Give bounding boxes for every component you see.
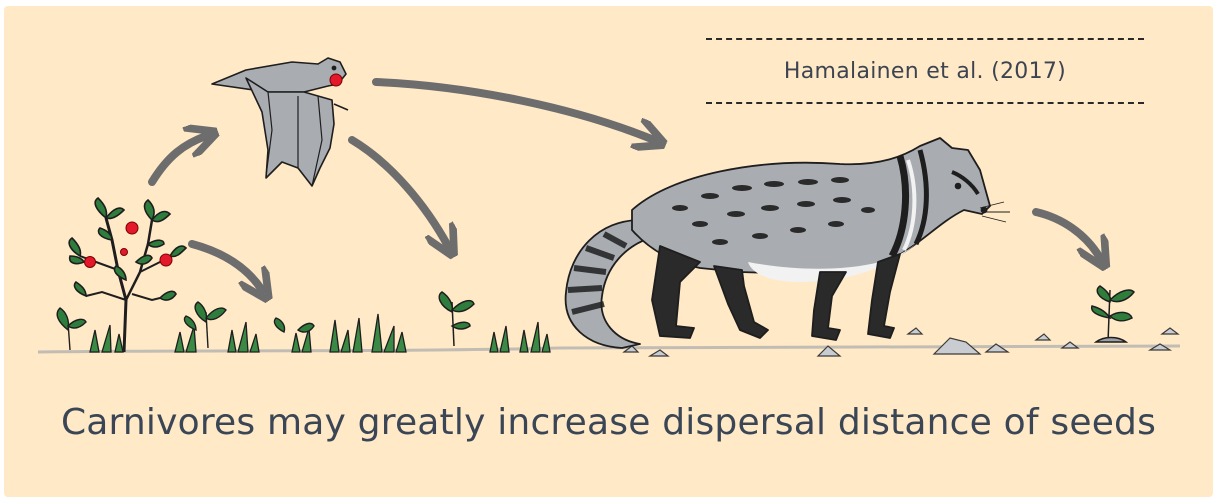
seedling-icon (439, 292, 474, 346)
fruit-tree-icon (69, 198, 186, 352)
caption: Carnivores may greatly increase dispersa… (0, 402, 1217, 443)
citation-text: Hamalainen et al. (2017) (784, 59, 1066, 84)
bat-icon (212, 58, 348, 186)
seedling-icon (1092, 286, 1134, 342)
grass-icon (90, 314, 550, 352)
civet-icon (566, 138, 1010, 348)
citation-box: Hamalainen et al. (2017) (706, 38, 1144, 104)
